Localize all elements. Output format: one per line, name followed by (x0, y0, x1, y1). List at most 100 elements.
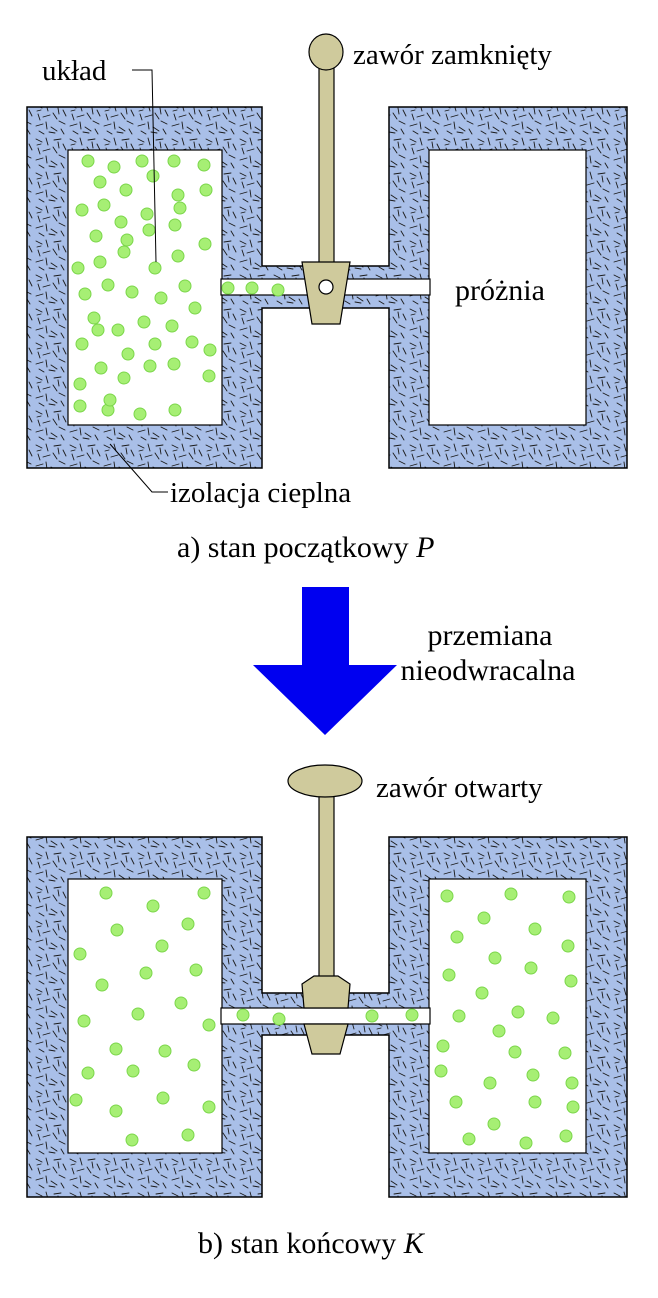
gas-particle (202, 369, 216, 383)
final-state-apparatus: zawór otwarty b) stan końcowy K (26, 764, 628, 1260)
gas-particle (187, 1058, 201, 1072)
gas-particle (565, 1076, 579, 1090)
gas-particles-initial (71, 154, 285, 421)
gas-particle (131, 1007, 145, 1021)
gas-particle (436, 1039, 450, 1053)
gas-particle (168, 218, 182, 232)
gas-particle (528, 1095, 542, 1109)
gas-particle (487, 1117, 501, 1131)
gas-particle (121, 347, 135, 361)
gas-particle (558, 1046, 572, 1060)
gas-particle (126, 1064, 140, 1078)
gas-particle (559, 1129, 573, 1143)
connecting-pipe (220, 1007, 431, 1025)
gas-particle (156, 1091, 170, 1105)
gas-particle (77, 1014, 91, 1028)
gas-particle (189, 963, 203, 977)
gas-particle (75, 203, 89, 217)
gas-particle (442, 968, 456, 982)
gas-particle (561, 939, 575, 953)
gas-particle (91, 323, 105, 337)
gas-particle (221, 281, 235, 295)
gas-particle (69, 1093, 83, 1107)
gas-particle (81, 154, 95, 168)
insulation-label: izolacja cieplna (170, 477, 351, 509)
gas-particle (93, 175, 107, 189)
valve-open-label: zawór otwarty (376, 772, 543, 804)
gas-particle (546, 1011, 560, 1025)
gas-particle (114, 215, 128, 229)
gas-particle (202, 1100, 216, 1114)
gas-particle (154, 291, 168, 305)
gas-particle (101, 278, 115, 292)
gas-particle (203, 343, 217, 357)
gas-particle (99, 886, 113, 900)
left-chamber-cavity (67, 149, 223, 426)
gas-particle (75, 337, 89, 351)
gas-particle (109, 1042, 123, 1056)
right-chamber-cavity (428, 149, 587, 426)
initial-state-symbol: P (415, 531, 434, 564)
left-chamber-cavity (67, 878, 223, 1154)
gas-particle (564, 974, 578, 988)
valve-stem (318, 789, 335, 991)
gas-particle (488, 951, 502, 965)
gas-particle (524, 961, 538, 975)
gas-particle (125, 1133, 139, 1147)
gas-particle (81, 1066, 95, 1080)
gas-particle (449, 1095, 463, 1109)
gas-particle (139, 966, 153, 980)
valve-closed (301, 33, 351, 325)
gas-particle (504, 887, 518, 901)
gas-particle (143, 359, 157, 373)
vacuum-label: próżnia (455, 274, 545, 307)
gas-particle (125, 285, 139, 299)
process-label-line1: przemiana (428, 619, 553, 652)
gas-particle (405, 1008, 419, 1022)
gas-particle (110, 923, 124, 937)
gas-particle (511, 1005, 525, 1019)
gas-particle (117, 245, 131, 259)
gas-particle (146, 169, 160, 183)
gas-particle (188, 301, 202, 315)
gas-particle (148, 261, 162, 275)
system-leader-line (132, 69, 157, 263)
gas-particle (73, 399, 87, 413)
gas-particle (483, 1076, 497, 1090)
gas-particle (236, 1008, 250, 1022)
gas-particle (245, 281, 259, 295)
gas-particle (109, 1104, 123, 1118)
gas-particle (365, 1009, 379, 1023)
gas-particle (562, 890, 576, 904)
valve-closed-label: zawór zamknięty (353, 39, 552, 71)
gas-particle (158, 1044, 172, 1058)
gas-particles-final (69, 886, 580, 1150)
gas-particle (181, 1128, 195, 1142)
process-label-line2: nieodwracalna (401, 654, 576, 687)
gas-particle (174, 996, 188, 1010)
gas-particle (272, 1012, 286, 1026)
gas-particle (140, 207, 154, 221)
gas-particle (107, 160, 121, 174)
gas-particle (173, 201, 187, 215)
gas-particle (94, 361, 108, 375)
gas-particle (71, 261, 85, 275)
initial-state-caption: a) stan początkowy P (177, 531, 434, 564)
valve-knob (287, 764, 363, 798)
gas-particle (199, 183, 213, 197)
insulation-leader-line (109, 443, 168, 493)
gas-particle (120, 233, 134, 247)
gas-particle (167, 154, 181, 168)
gas-particle (155, 939, 169, 953)
initial-state-apparatus: układ zawór zamknięty próżnia izolacja c… (26, 33, 628, 564)
gas-particle (450, 930, 464, 944)
gas-particle (78, 287, 92, 301)
gas-particle (117, 371, 131, 385)
gas-particle (440, 889, 454, 903)
gas-particle (566, 1100, 580, 1114)
gas-particle (452, 1009, 466, 1023)
gas-particle (97, 198, 111, 212)
gas-particle (165, 319, 179, 333)
gas-particle (148, 337, 162, 351)
